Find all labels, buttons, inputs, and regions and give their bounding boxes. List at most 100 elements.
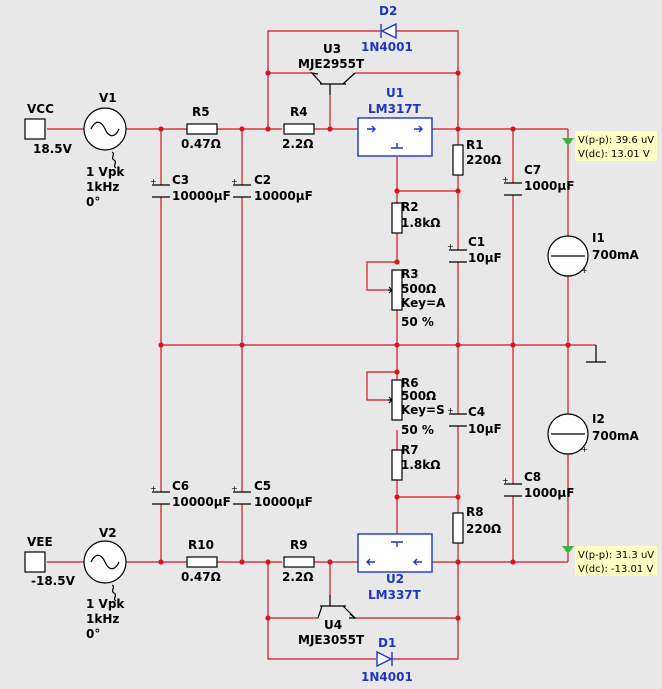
- svg-text:R3: R3: [401, 267, 419, 281]
- c1-capacitor: + C1 10µF: [447, 235, 502, 265]
- svg-text:V1: V1: [99, 91, 117, 105]
- svg-text:R7: R7: [401, 443, 419, 457]
- svg-text:-18.5V: -18.5V: [31, 574, 76, 588]
- c3-capacitor: + C3 10000µF: [150, 173, 231, 203]
- probe-top: V(p-p): 39.6 uV V(dc): 13.01 V: [562, 131, 657, 161]
- vee-connector: VEE -18.5V: [24, 535, 76, 588]
- i2-current-source: + I2 700mA: [547, 412, 640, 455]
- u3-transistor: U3 MJE2955T: [298, 42, 365, 95]
- svg-text:LM337T: LM337T: [368, 588, 422, 602]
- r8-resistor: R8 220Ω: [452, 505, 501, 544]
- junction-dot: [510, 342, 516, 348]
- svg-text:10000µF: 10000µF: [172, 495, 231, 509]
- svg-text:+: +: [150, 484, 157, 493]
- svg-text:1kHz: 1kHz: [86, 180, 119, 194]
- junction-dot: [394, 369, 400, 375]
- junction-dot: [455, 494, 461, 500]
- svg-text:+: +: [581, 445, 588, 454]
- svg-text:500Ω: 500Ω: [401, 282, 436, 296]
- svg-text:+: +: [150, 177, 157, 186]
- i1-current-source: + I1 700mA: [547, 231, 640, 277]
- junction-dot: [239, 559, 245, 565]
- r6-potentiometer: R6 500Ω Key=S 50 %: [388, 376, 445, 437]
- junction-dot: [510, 126, 516, 132]
- svg-text:C5: C5: [254, 479, 271, 493]
- junction-dot: [158, 559, 164, 565]
- svg-text:220Ω: 220Ω: [466, 153, 501, 167]
- junction-dot: [265, 126, 271, 132]
- c4-capacitor: + C4 10µF: [447, 405, 502, 436]
- svg-text:0.47Ω: 0.47Ω: [181, 137, 221, 151]
- svg-text:50 %: 50 %: [401, 315, 434, 329]
- junction-dot: [394, 342, 400, 348]
- svg-text:Key=S: Key=S: [401, 403, 445, 417]
- svg-text:50 %: 50 %: [401, 423, 434, 437]
- svg-text:R6: R6: [401, 376, 419, 390]
- c2-capacitor: + C2 10000µF: [231, 173, 313, 203]
- junction-dot: [265, 559, 271, 565]
- svg-text:C2: C2: [254, 173, 271, 187]
- r10-resistor: R10 0.47Ω: [181, 538, 221, 584]
- svg-text:D2: D2: [379, 4, 397, 18]
- svg-text:10000µF: 10000µF: [254, 495, 313, 509]
- svg-text:0.47Ω: 0.47Ω: [181, 570, 221, 584]
- svg-text:C3: C3: [172, 173, 189, 187]
- junction-dot: [265, 615, 271, 621]
- svg-text:C7: C7: [524, 163, 541, 177]
- junction-dot: [394, 259, 400, 265]
- c5-capacitor: + C5 10000µF: [231, 479, 313, 509]
- svg-text:1 Vpk: 1 Vpk: [86, 165, 125, 179]
- svg-text:R9: R9: [290, 538, 308, 552]
- svg-text:V(p-p): 31.3 uV: V(p-p): 31.3 uV: [578, 550, 654, 561]
- junction-dot: [265, 70, 271, 76]
- svg-text:10000µF: 10000µF: [254, 189, 313, 203]
- svg-text:0°: 0°: [86, 627, 100, 641]
- svg-text:I1: I1: [592, 231, 605, 245]
- svg-text:700mA: 700mA: [592, 429, 640, 443]
- svg-text:18.5V: 18.5V: [33, 142, 73, 156]
- r5-resistor: R5 0.47Ω: [181, 105, 221, 151]
- svg-text:V(dc): -13.01 V: V(dc): -13.01 V: [578, 564, 653, 575]
- svg-text:10µF: 10µF: [468, 422, 502, 436]
- c8-capacitor: + C8 1000µF: [502, 470, 574, 500]
- svg-text:+: +: [231, 484, 238, 493]
- svg-text:+: +: [502, 175, 509, 184]
- svg-text:+: +: [581, 266, 588, 275]
- svg-text:VEE: VEE: [27, 535, 53, 549]
- svg-text:500Ω: 500Ω: [401, 389, 436, 403]
- svg-text:Key=A: Key=A: [401, 296, 446, 310]
- svg-text:R1: R1: [466, 138, 484, 152]
- svg-text:R4: R4: [290, 105, 308, 119]
- svg-text:MJE3055T: MJE3055T: [298, 633, 365, 647]
- svg-text:0°: 0°: [86, 195, 100, 209]
- junction-dot: [239, 126, 245, 132]
- junction-dot: [327, 559, 333, 565]
- svg-text:R5: R5: [192, 105, 210, 119]
- r2-resistor: R2 1.8kΩ: [391, 200, 440, 234]
- svg-text:U1: U1: [386, 86, 404, 100]
- junction-dot: [455, 188, 461, 194]
- r4-resistor: R4 2.2Ω: [282, 105, 315, 151]
- junction-dot: [327, 126, 333, 132]
- svg-text:+: +: [502, 476, 509, 485]
- svg-text:U4: U4: [324, 618, 342, 632]
- r1-resistor: R1 220Ω: [452, 138, 501, 176]
- svg-text:C8: C8: [524, 470, 541, 484]
- junction-dot: [455, 559, 461, 565]
- v2-ac-source: V2 1 Vpk 1kHz 0°: [83, 526, 127, 641]
- junction-dot: [565, 342, 571, 348]
- d2-diode: D2 1N4001: [361, 4, 413, 54]
- svg-text:1.8kΩ: 1.8kΩ: [401, 458, 440, 472]
- u2-regulator: U2 LM337T: [357, 533, 433, 602]
- svg-text:1N4001: 1N4001: [361, 40, 413, 54]
- c7-capacitor: + C7 1000µF: [502, 163, 574, 196]
- junction-dot: [394, 188, 400, 194]
- junction-dot: [158, 342, 164, 348]
- svg-text:R8: R8: [466, 505, 484, 519]
- svg-text:V2: V2: [99, 526, 117, 540]
- r3-potentiometer: R3 500Ω Key=A 50 %: [388, 267, 446, 329]
- junction-dot: [455, 342, 461, 348]
- svg-text:1 Vpk: 1 Vpk: [86, 597, 125, 611]
- svg-text:MJE2955T: MJE2955T: [298, 57, 365, 71]
